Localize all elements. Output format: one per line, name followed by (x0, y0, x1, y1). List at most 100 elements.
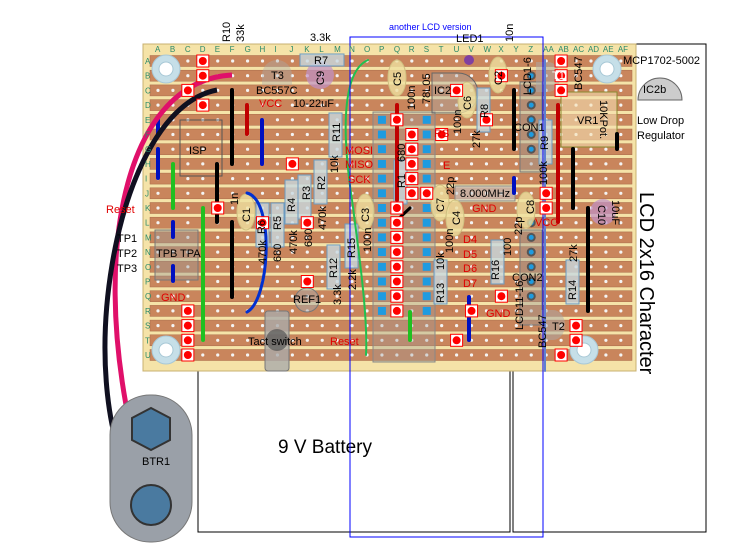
r5-resistor (270, 202, 285, 248)
track-cut-dot (497, 71, 506, 80)
ic-pad (377, 159, 386, 168)
label-r15-value: 2.2k (347, 269, 359, 290)
hole (455, 353, 459, 357)
label-mcp1702: MCP1702-5002 (623, 55, 700, 67)
ic-pad (377, 204, 386, 212)
label-t2: T2 (552, 321, 565, 333)
column-label: J (289, 45, 293, 54)
c9-capacitor (306, 61, 334, 89)
hole (216, 279, 220, 284)
hole (574, 147, 578, 151)
hole (440, 59, 444, 63)
hole (440, 103, 444, 107)
hole (529, 59, 533, 63)
label-r3: R3 (301, 186, 313, 200)
label-r10: R10 (221, 22, 233, 42)
track-cut-dot (258, 218, 267, 227)
hole (484, 74, 489, 78)
label-r14: R14 (567, 280, 579, 300)
ic-pad (422, 159, 431, 168)
hole (156, 206, 160, 210)
hole (619, 338, 623, 342)
hole (216, 353, 220, 357)
hole (350, 294, 354, 298)
hole (305, 118, 309, 122)
track-cut-dot (557, 57, 566, 65)
label-c5-value: 100n (406, 86, 418, 110)
ic-pad (377, 262, 386, 271)
lcd-label: LCD 2x16 Character (635, 192, 657, 375)
hole (290, 250, 294, 254)
ic-pads (377, 115, 431, 315)
label-t3: T3 (271, 70, 284, 82)
hole (484, 235, 489, 239)
hole (395, 338, 399, 342)
hole (619, 279, 623, 284)
track-cut-dot (497, 292, 506, 301)
hole (335, 162, 339, 166)
track-cut-dot (557, 71, 566, 80)
hole (410, 74, 414, 78)
hole (619, 162, 623, 166)
hole (350, 147, 354, 151)
r16-resistor (490, 239, 505, 285)
label-r12-value: 3.3k (332, 284, 344, 305)
hole (604, 191, 608, 195)
hole (216, 235, 220, 239)
hole (171, 294, 175, 298)
hole (156, 309, 160, 313)
hole (290, 294, 294, 298)
ic-pad (377, 292, 386, 301)
hole (604, 88, 608, 92)
hole (350, 88, 354, 92)
hole (529, 353, 533, 357)
hole (499, 132, 503, 137)
label-low-drop: Low Drop (637, 115, 684, 127)
label-xtal: 8.000MHz (460, 188, 510, 200)
row-label: B (145, 72, 150, 81)
column-label: A (155, 45, 161, 54)
hole (559, 279, 563, 284)
hole (604, 338, 608, 342)
hole (275, 88, 280, 92)
label-e: E (443, 160, 450, 172)
hole (514, 221, 518, 225)
hole (619, 177, 623, 181)
hole (171, 324, 175, 328)
hole (290, 88, 294, 92)
hole (589, 235, 593, 239)
track-cut-dot (572, 336, 581, 345)
hole (171, 147, 175, 151)
connector-pad (526, 277, 536, 286)
hole (574, 250, 578, 254)
column-label: P (379, 45, 384, 54)
hole (574, 74, 578, 78)
hole (275, 103, 280, 107)
hole (275, 59, 280, 63)
label-r6: R6 (256, 220, 268, 234)
column-label: S (424, 45, 429, 54)
hole (260, 74, 265, 78)
hole (499, 324, 503, 328)
hole (335, 353, 339, 357)
label-regulator: Regulator (637, 130, 685, 142)
label-vr1: VR1 (577, 115, 598, 127)
label-c10-value: 10uF (609, 200, 621, 225)
row-label: R (145, 307, 151, 316)
hole (469, 235, 474, 239)
hole (350, 103, 354, 107)
tact-switch-button[interactable] (266, 329, 288, 351)
hole (275, 294, 280, 298)
hole (335, 324, 339, 328)
hole (245, 353, 250, 357)
label-c2-value: 10n (504, 24, 516, 42)
hole (499, 353, 503, 357)
battery-label: 9 V Battery (278, 437, 372, 458)
hole (425, 103, 429, 107)
hole (156, 324, 160, 328)
hole (231, 338, 235, 342)
hole (305, 88, 309, 92)
label-con2: CON2 (512, 272, 543, 284)
hole (410, 294, 414, 298)
label-r7: R7 (314, 55, 328, 67)
